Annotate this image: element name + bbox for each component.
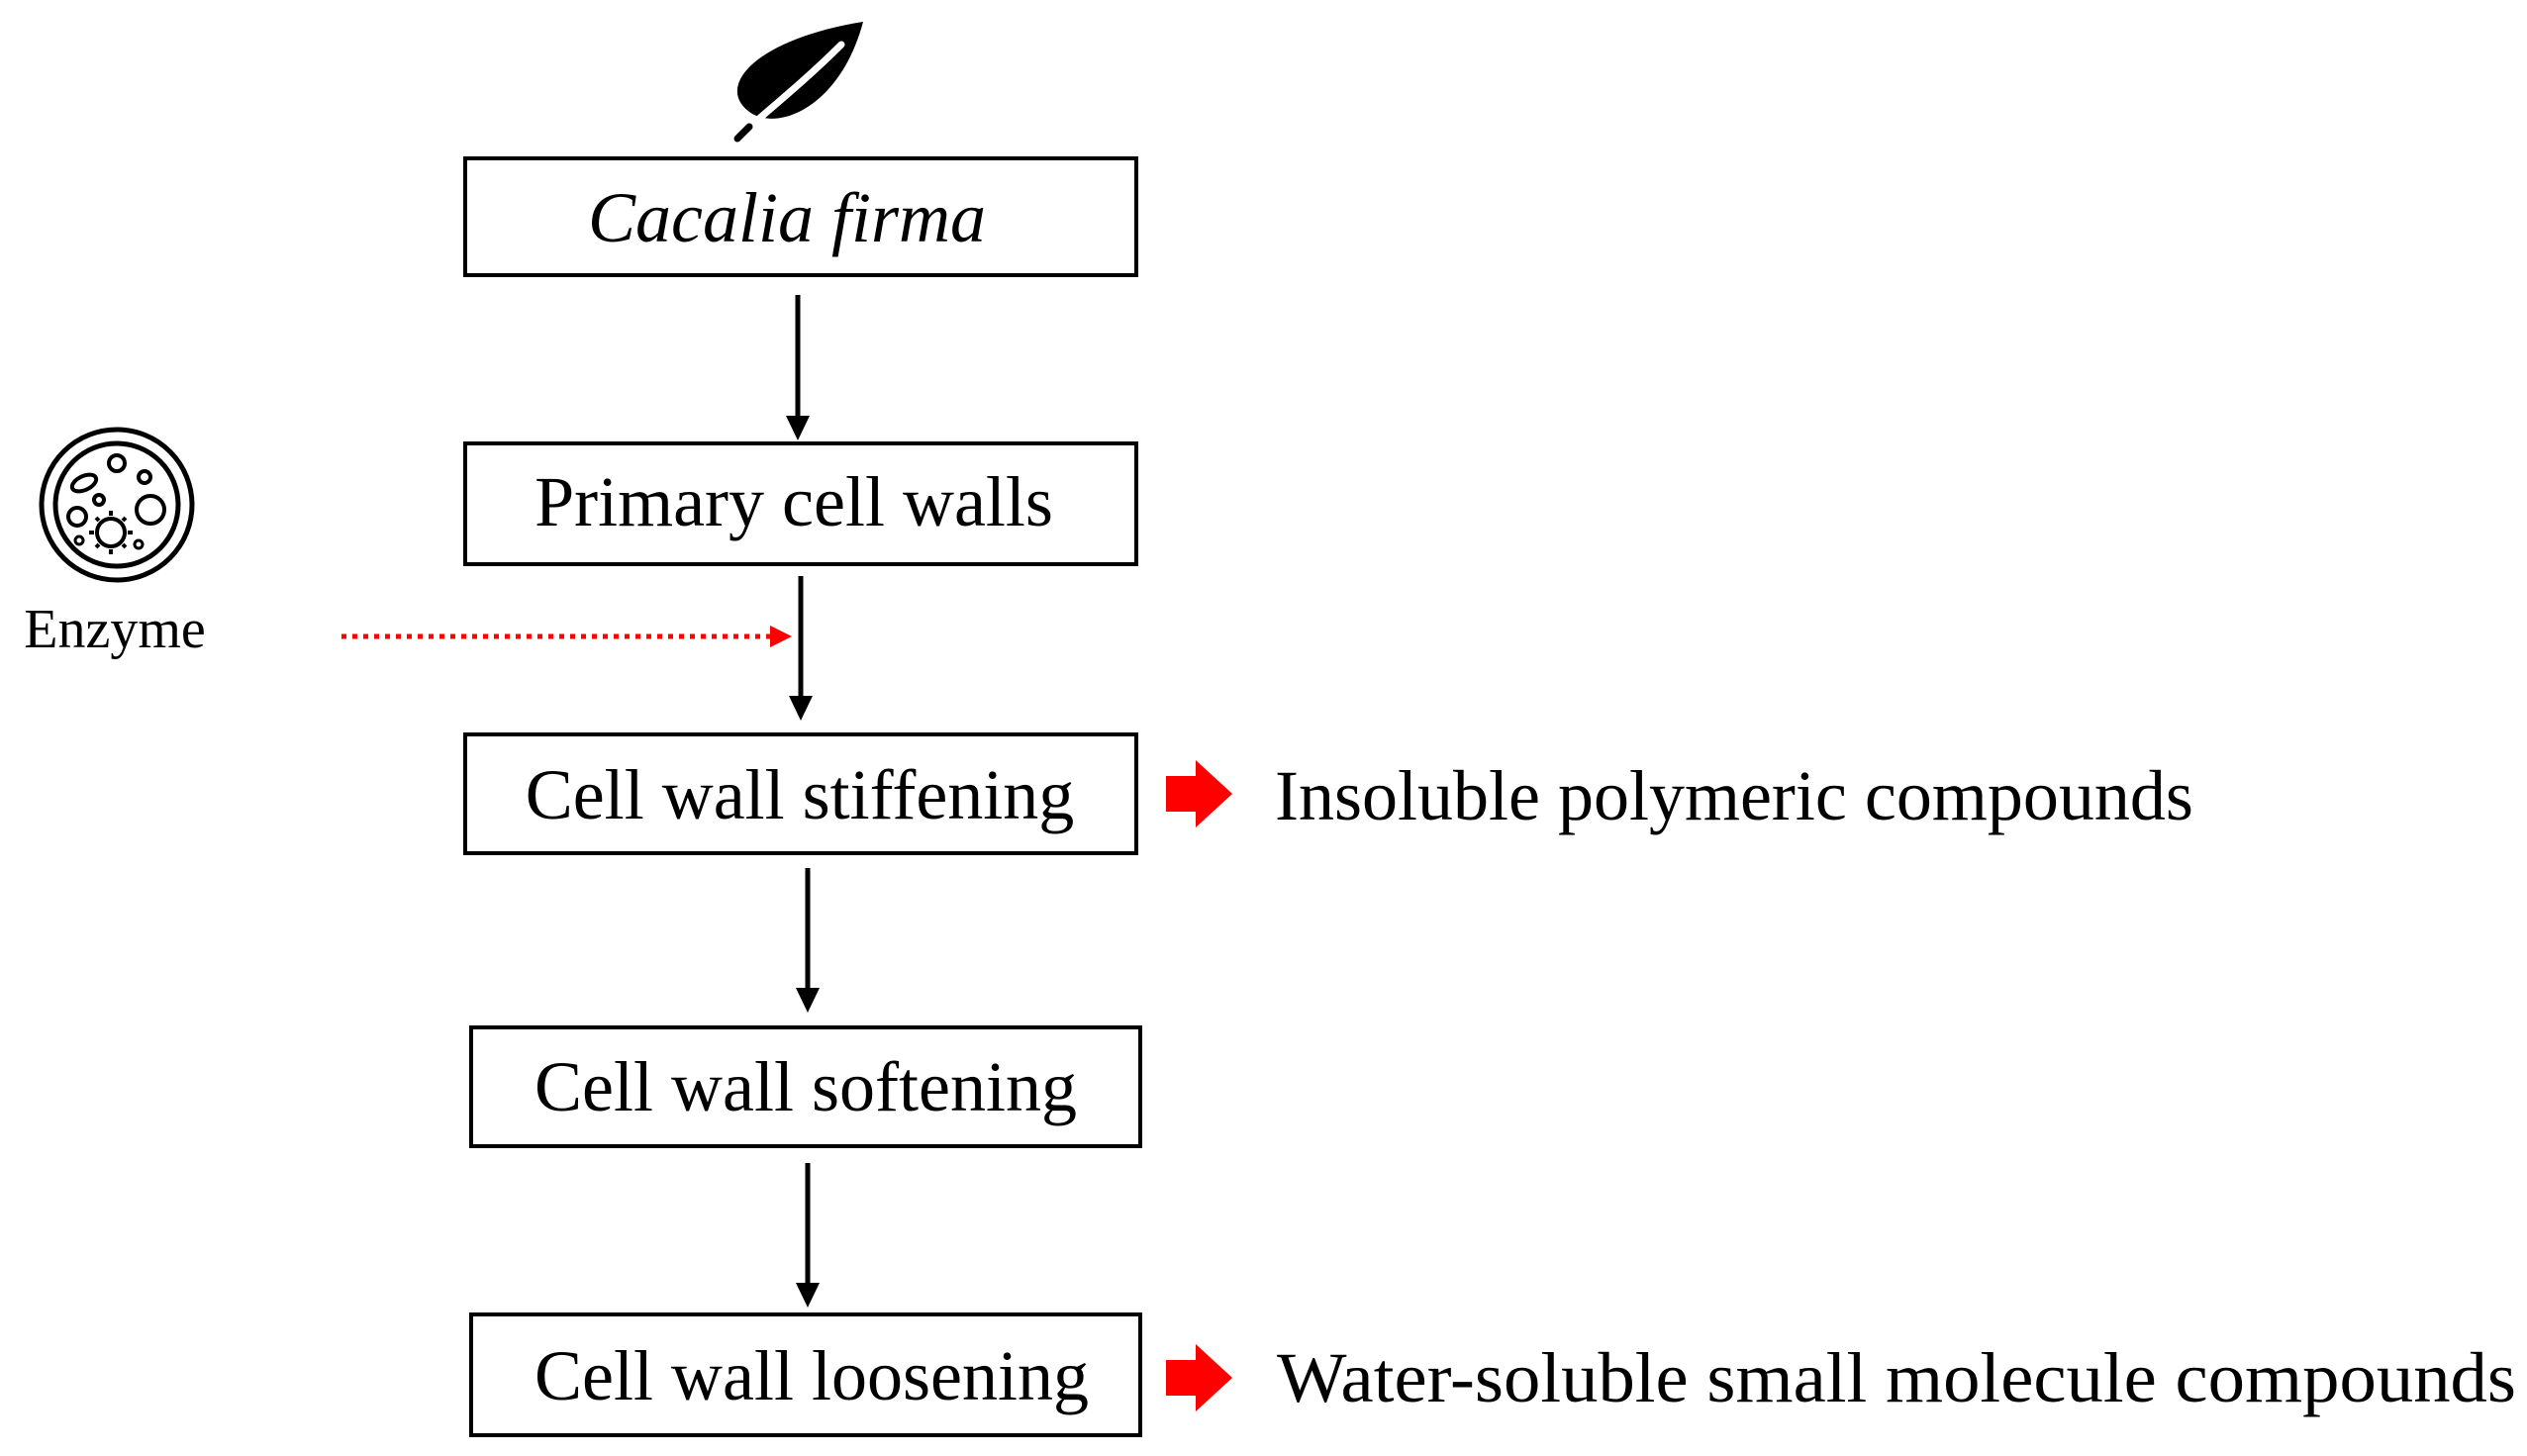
stiffening-result: Insoluble polymeric compounds bbox=[1275, 756, 2193, 835]
arrow-source-to-primary bbox=[786, 295, 810, 440]
leaf-icon bbox=[733, 22, 863, 143]
node-loosening-label: Cell wall loosening bbox=[535, 1336, 1089, 1415]
red-arrow-loosening bbox=[1166, 1344, 1232, 1411]
node-softening-label: Cell wall softening bbox=[535, 1047, 1077, 1126]
arrow-stiffening-to-softening bbox=[796, 868, 820, 1013]
red-arrow-stiffening bbox=[1166, 760, 1232, 827]
node-softening: Cell wall softening bbox=[469, 1025, 1142, 1148]
node-source-label: Cacalia firma bbox=[588, 178, 986, 257]
node-loosening: Cell wall loosening bbox=[469, 1312, 1142, 1437]
node-source: Cacalia firma bbox=[463, 156, 1138, 277]
node-stiffening-label: Cell wall stiffening bbox=[526, 755, 1075, 834]
node-stiffening: Cell wall stiffening bbox=[463, 732, 1138, 855]
enzyme-label: Enzyme bbox=[24, 599, 205, 660]
loosening-result: Water-soluble small molecule compounds bbox=[1277, 1338, 2516, 1417]
arrow-primary-to-stiffening bbox=[789, 576, 813, 721]
enzyme-arrow bbox=[341, 626, 792, 647]
node-primary: Primary cell walls bbox=[463, 441, 1138, 566]
node-primary-label: Primary cell walls bbox=[535, 462, 1053, 541]
arrow-softening-to-loosening bbox=[796, 1163, 820, 1308]
microbe-icon bbox=[39, 427, 195, 583]
